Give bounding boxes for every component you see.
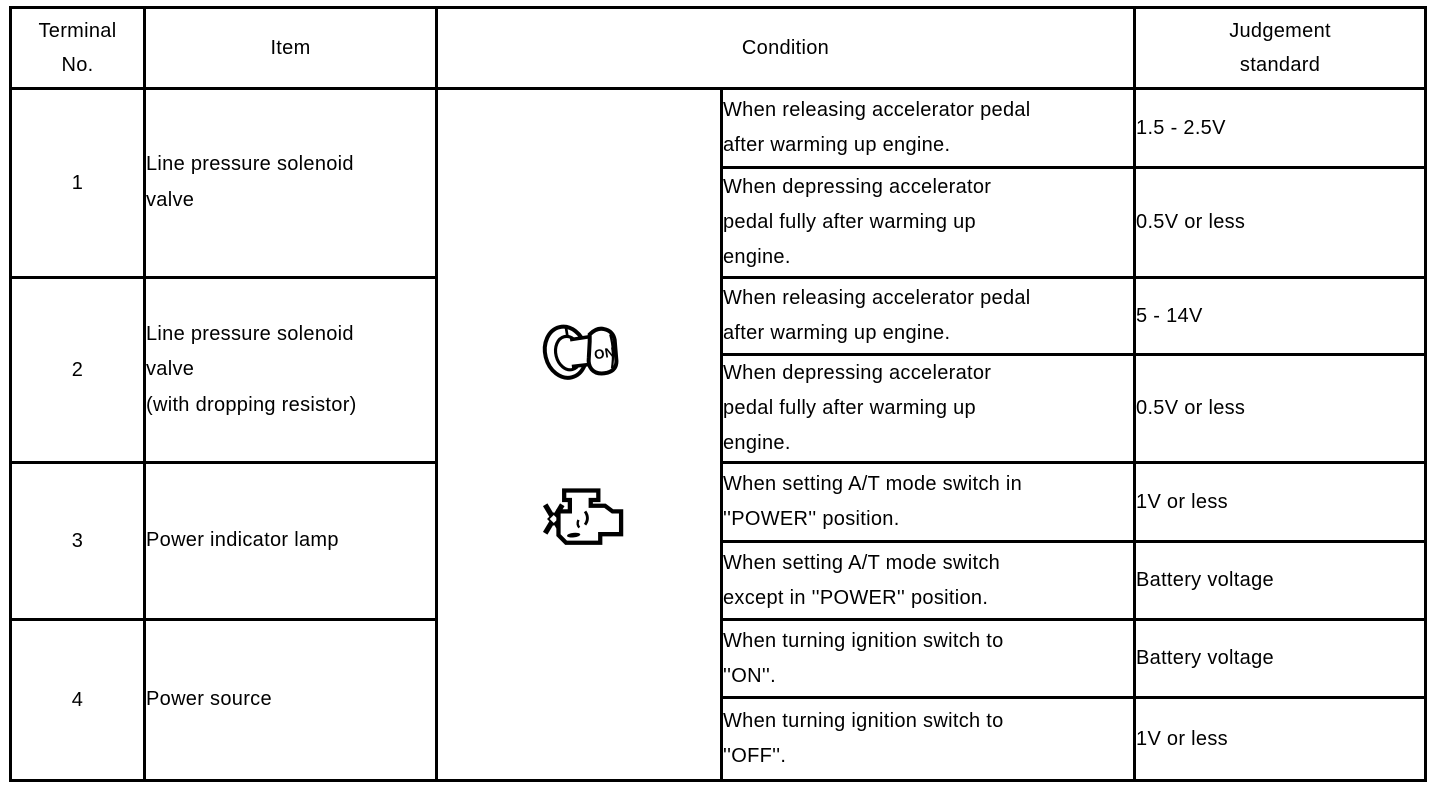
engine-icon	[538, 482, 634, 556]
table-row: When depressing accelerator pedal fully …	[11, 353, 1428, 464]
judgement-cell: 1.5 - 2.5V	[1133, 87, 1428, 169]
table-row: 4 Power source When turning ignition swi…	[9, 618, 1428, 782]
judgement-cell: 0.5V or less	[1133, 353, 1428, 464]
condition-cell: When turning ignition switch to ''ON''.	[719, 618, 1137, 699]
item-cell: Line pressure solenoid valve	[143, 87, 438, 279]
col-header-terminal-no: Terminal No.	[9, 6, 146, 90]
col-header-judgement-standard: Judgement standard	[1133, 6, 1428, 90]
terminal-voltage-table: Terminal No. Item Condition Judgement st…	[9, 6, 1428, 782]
condition-cell: When turning ignition switch to ''OFF''.	[719, 696, 1137, 782]
judgement-cell: 5 - 14V	[1133, 276, 1428, 356]
condition-icons: ON	[438, 314, 720, 556]
terminal-number-cell: 3	[9, 461, 146, 621]
table-row: 3 Power indicator lamp When setting A/T …	[9, 461, 1428, 621]
condition-cell: When depressing accelerator pedal fully …	[719, 353, 1137, 464]
condition-icons-cell: ON	[435, 87, 723, 782]
condition-cell: When releasing accelerator pedal after w…	[719, 87, 1137, 169]
ignition-key-on-label: ON	[593, 344, 616, 362]
terminal-number-cell: 2	[9, 276, 146, 464]
condition-cell: When setting A/T mode switch in ''POWER'…	[719, 461, 1137, 543]
judgement-cell: 1V or less	[1133, 696, 1428, 782]
table-header-row: Terminal No. Item Condition Judgement st…	[9, 6, 1428, 90]
table-row: When depressing accelerator pedal fully …	[11, 166, 1428, 279]
col-header-condition: Condition	[434, 6, 1137, 90]
table-row: When turning ignition switch to ''OFF''.…	[11, 696, 1428, 782]
table-row: When setting A/T mode switch except in '…	[11, 540, 1428, 621]
judgement-cell: 0.5V or less	[1133, 166, 1428, 279]
condition-cell: When depressing accelerator pedal fully …	[719, 166, 1137, 279]
item-cell: Line pressure solenoid valve (with dropp…	[143, 276, 438, 464]
col-header-item: Item	[143, 6, 438, 90]
table-row: 1 Line pressure solenoid valve ON	[9, 87, 1428, 782]
terminal-number-cell: 1	[9, 87, 146, 279]
judgement-cell: 1V or less	[1133, 461, 1428, 543]
item-cell: Power source	[143, 618, 438, 782]
ignition-key-on-icon: ON	[538, 314, 620, 394]
condition-cell: When setting A/T mode switch except in '…	[719, 540, 1137, 621]
condition-cell: When releasing accelerator pedal after w…	[719, 276, 1137, 356]
terminal-number-cell: 4	[9, 618, 146, 782]
judgement-cell: Battery voltage	[1133, 618, 1428, 699]
table-row: 2 Line pressure solenoid valve (with dro…	[9, 276, 1428, 464]
item-cell: Power indicator lamp	[143, 461, 438, 621]
judgement-cell: Battery voltage	[1133, 540, 1428, 621]
